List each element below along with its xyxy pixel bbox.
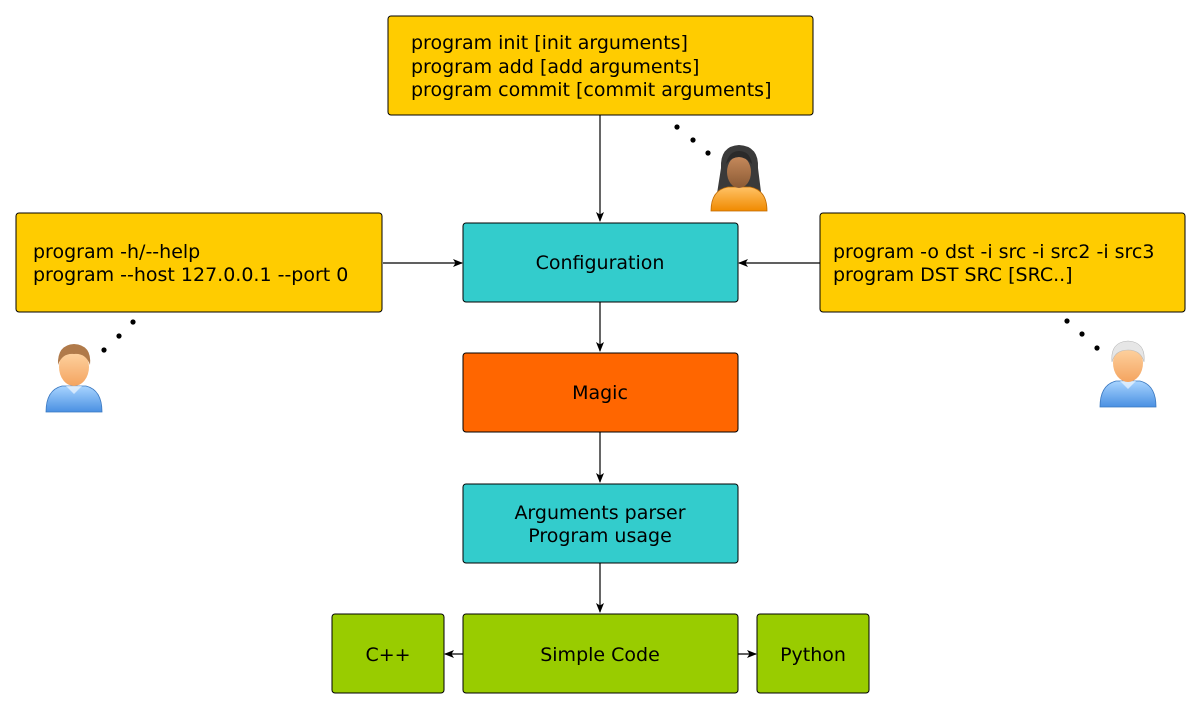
- right-commands-box: program -o dst -i src -i src2 -i src3 pr…: [819, 212, 1186, 313]
- cpp-label: C++: [365, 644, 410, 666]
- top-command-line-2: program add [add arguments]: [411, 56, 699, 78]
- simple-code-box: Simple Code: [462, 613, 739, 694]
- parser-label-line-1: Arguments parser: [514, 502, 685, 524]
- top-user-dots: [674, 124, 711, 156]
- elderly-user-icon: [1099, 340, 1157, 408]
- top-command-line-1: program init [init arguments]: [411, 32, 688, 54]
- cpp-box: C++: [331, 613, 445, 694]
- right-command-line-1: program -o dst -i src -i src2 -i src3: [833, 241, 1154, 263]
- left-user-dots: [101, 319, 136, 353]
- parser-label-line-2: Program usage: [528, 525, 672, 547]
- simple-code-label: Simple Code: [540, 644, 660, 666]
- configuration-box: Configuration: [462, 222, 739, 303]
- left-commands-box: program -h/--help program --host 127.0.0…: [15, 212, 383, 313]
- magic-box: Magic: [462, 352, 739, 433]
- parser-box: Arguments parser Program usage: [462, 483, 739, 564]
- top-commands-box: program init [init arguments] program ad…: [387, 15, 814, 116]
- magic-label: Magic: [572, 382, 628, 404]
- python-label: Python: [780, 644, 846, 666]
- user-icon: [45, 344, 103, 413]
- left-command-line-2: program --host 127.0.0.1 --port 0: [33, 264, 348, 286]
- right-command-line-2: program DST SRC [SRC..]: [833, 264, 1073, 286]
- python-box: Python: [756, 613, 870, 694]
- left-command-line-1: program -h/--help: [33, 241, 200, 263]
- configuration-label: Configuration: [536, 252, 665, 274]
- woman-user-icon: [710, 145, 768, 212]
- right-user-dots: [1064, 318, 1100, 351]
- connectors: [383, 115, 820, 658]
- top-command-line-3: program commit [commit arguments]: [411, 79, 772, 101]
